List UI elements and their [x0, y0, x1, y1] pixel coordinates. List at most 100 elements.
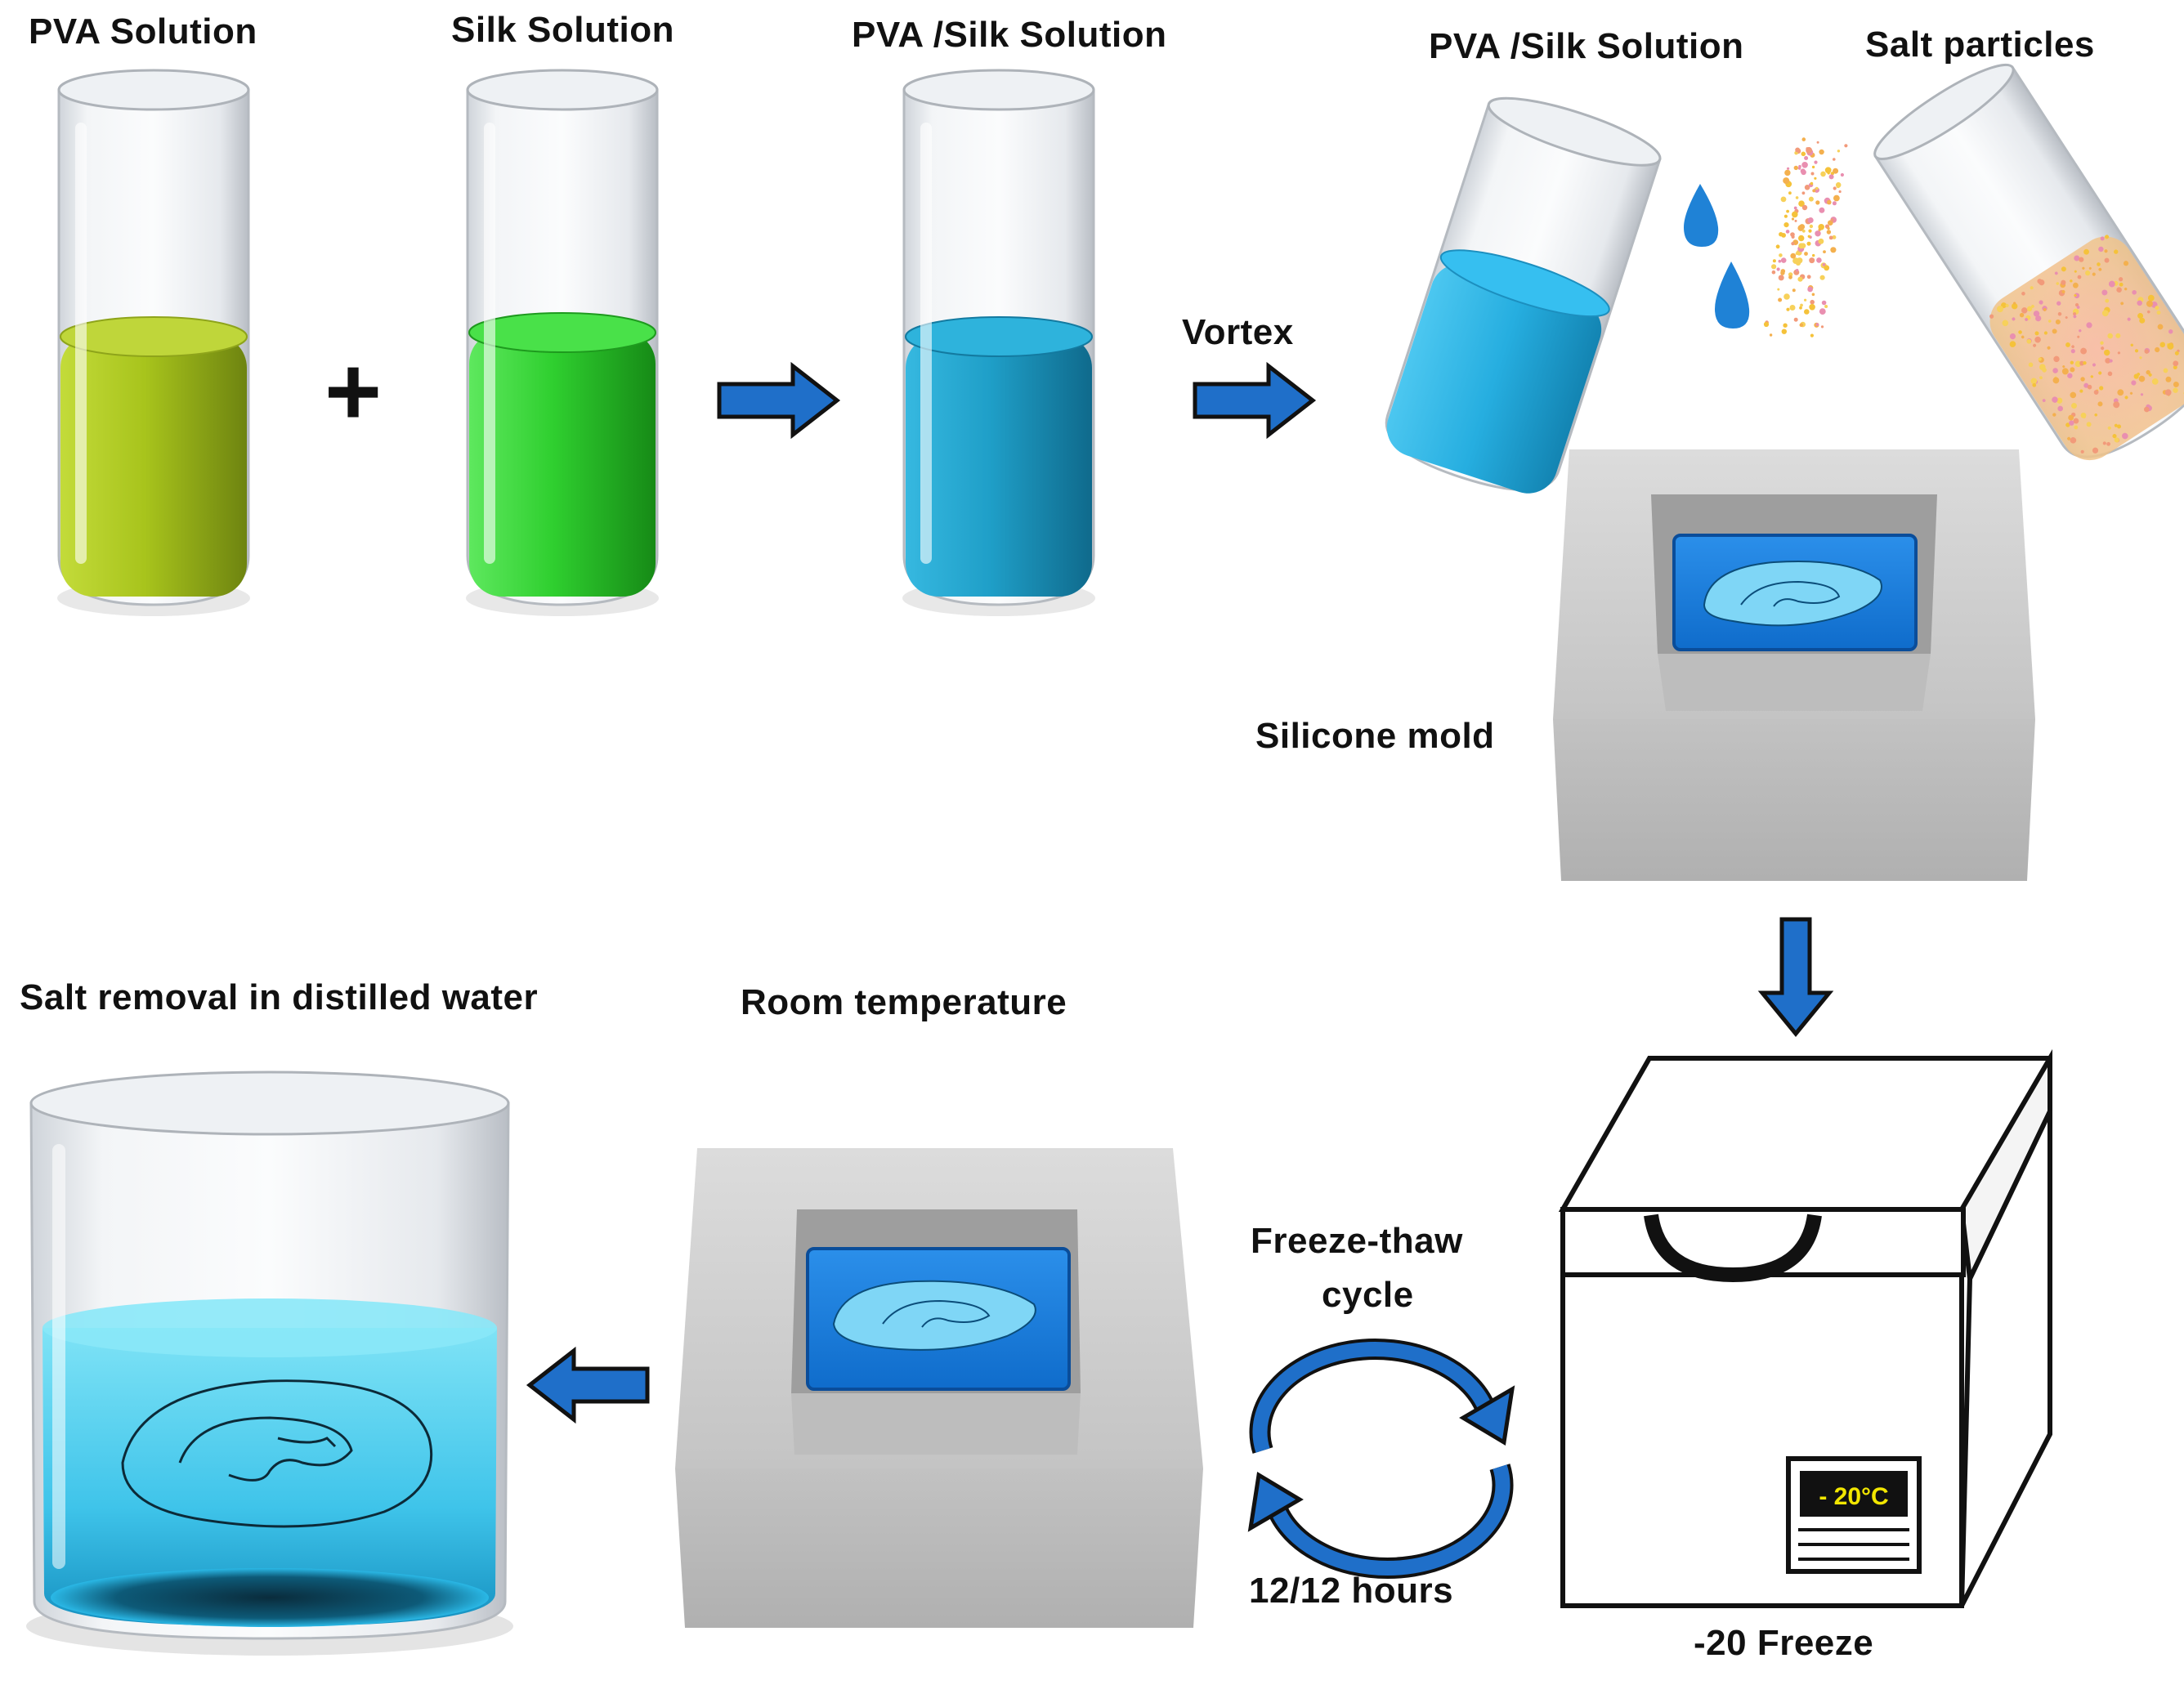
test-tube-icon [57, 69, 250, 616]
salt-particle [2083, 415, 2086, 418]
salt-tube-icon [1873, 63, 2184, 461]
salt-particle [2065, 316, 2068, 320]
salt-particle [2076, 306, 2080, 309]
salt-particle [1827, 226, 1830, 230]
salt-particle [1772, 259, 1776, 263]
salt-particle [2070, 360, 2074, 364]
salt-particle [2065, 422, 2070, 427]
salt-particle [2061, 289, 2065, 293]
salt-particle [1776, 267, 1780, 271]
salt-particle [1801, 151, 1806, 157]
salt-particle [1820, 325, 1824, 329]
salt-particle [2139, 356, 2142, 360]
salt-particle [1807, 235, 1810, 238]
salt-particle [2021, 335, 2025, 339]
salt-particle [1808, 196, 1814, 202]
salt-particle [2034, 331, 2039, 336]
salt-particle [2056, 301, 2061, 306]
salt-particle [2100, 341, 2104, 345]
salt-particle [1789, 305, 1796, 311]
salt-particle [2061, 368, 2069, 375]
salt-particle [2043, 331, 2048, 335]
salt-particle [1989, 314, 1994, 319]
salt-particle [2077, 335, 2080, 338]
salt-particle [1815, 230, 1821, 237]
salt-particle [2104, 257, 2110, 263]
salt-particle [1818, 228, 1821, 231]
salt-particle [2052, 368, 2058, 373]
salt-particle [2056, 397, 2063, 404]
salt-particle [1832, 201, 1837, 206]
salt-particle [1778, 259, 1782, 263]
salt-particle [2131, 380, 2137, 386]
salt-particle [1798, 243, 1805, 249]
salt-particle [1795, 196, 1799, 199]
salt-particle [1781, 233, 1787, 238]
salt-particle [2039, 376, 2043, 380]
salt-particle [2115, 333, 2121, 338]
salt-particle [2086, 422, 2092, 427]
salt-particle [1801, 162, 1808, 168]
salt-particle [2103, 349, 2110, 356]
salt-particle [1784, 169, 1791, 177]
salt-particle [2173, 365, 2177, 370]
salt-particle [1811, 293, 1815, 297]
salt-particle [1837, 150, 1841, 153]
salt-particle [2032, 382, 2037, 387]
salt-particle [1830, 247, 1837, 253]
salt-particle [1819, 275, 1825, 280]
salt-particle [2148, 373, 2152, 377]
salt-particle [1798, 200, 1805, 207]
salt-particle [2079, 360, 2084, 366]
salt-particle [2080, 347, 2088, 355]
salt-particle [1792, 211, 1798, 218]
salt-particle [1806, 147, 1811, 151]
salt-particle [2067, 373, 2073, 378]
salt-particle [2047, 320, 2052, 323]
salt-particle [2133, 373, 2139, 379]
salt-particle [1812, 189, 1816, 193]
salt-particle [2098, 246, 2104, 253]
salt-particle [2021, 291, 2025, 296]
salt-particle [2159, 342, 2166, 348]
salt-particle [2079, 389, 2083, 393]
silicone-mold-icon [1553, 449, 2035, 881]
salt-particle [2105, 235, 2110, 239]
salt-particle [2129, 391, 2133, 395]
salt-particle [2085, 270, 2091, 276]
salt-particle [2083, 248, 2089, 255]
label-pva-solution: PVA Solution [29, 11, 257, 51]
salt-particle [2151, 378, 2159, 385]
salt-particle [2033, 311, 2040, 317]
salt-particle [2130, 343, 2133, 346]
cycle-arrows-icon [1247, 1338, 1515, 1580]
salt-particle [2124, 396, 2128, 400]
salt-particle [1798, 235, 1805, 242]
salt-particle [1780, 269, 1786, 274]
salt-particle [2061, 279, 2066, 285]
salt-particle [2105, 298, 2110, 303]
salt-particle [2042, 399, 2046, 403]
salt-particle [1797, 225, 1804, 231]
salt-particle [1816, 141, 1819, 144]
salt-particle [2083, 360, 2087, 365]
salt-particle [2134, 349, 2139, 353]
salt-particle [2013, 302, 2016, 305]
salt-particle [1815, 186, 1819, 190]
salt-particle [2174, 351, 2179, 355]
salt-particle [2026, 338, 2032, 344]
salt-particle [1763, 321, 1770, 328]
salt-particle [1783, 222, 1789, 228]
salt-particle [2094, 413, 2098, 417]
salt-particle [1787, 167, 1790, 170]
salt-particle [2074, 425, 2079, 430]
salt-particle [2067, 436, 2071, 440]
salt-particle [2124, 287, 2128, 291]
salt-particle [2107, 333, 2113, 339]
salt-particle [1791, 242, 1795, 246]
salt-particle [1795, 147, 1801, 153]
salt-particle [1783, 177, 1790, 185]
salt-particle [1832, 235, 1837, 239]
salt-stream-icon [1763, 137, 1848, 337]
salt-particle [2057, 311, 2062, 316]
